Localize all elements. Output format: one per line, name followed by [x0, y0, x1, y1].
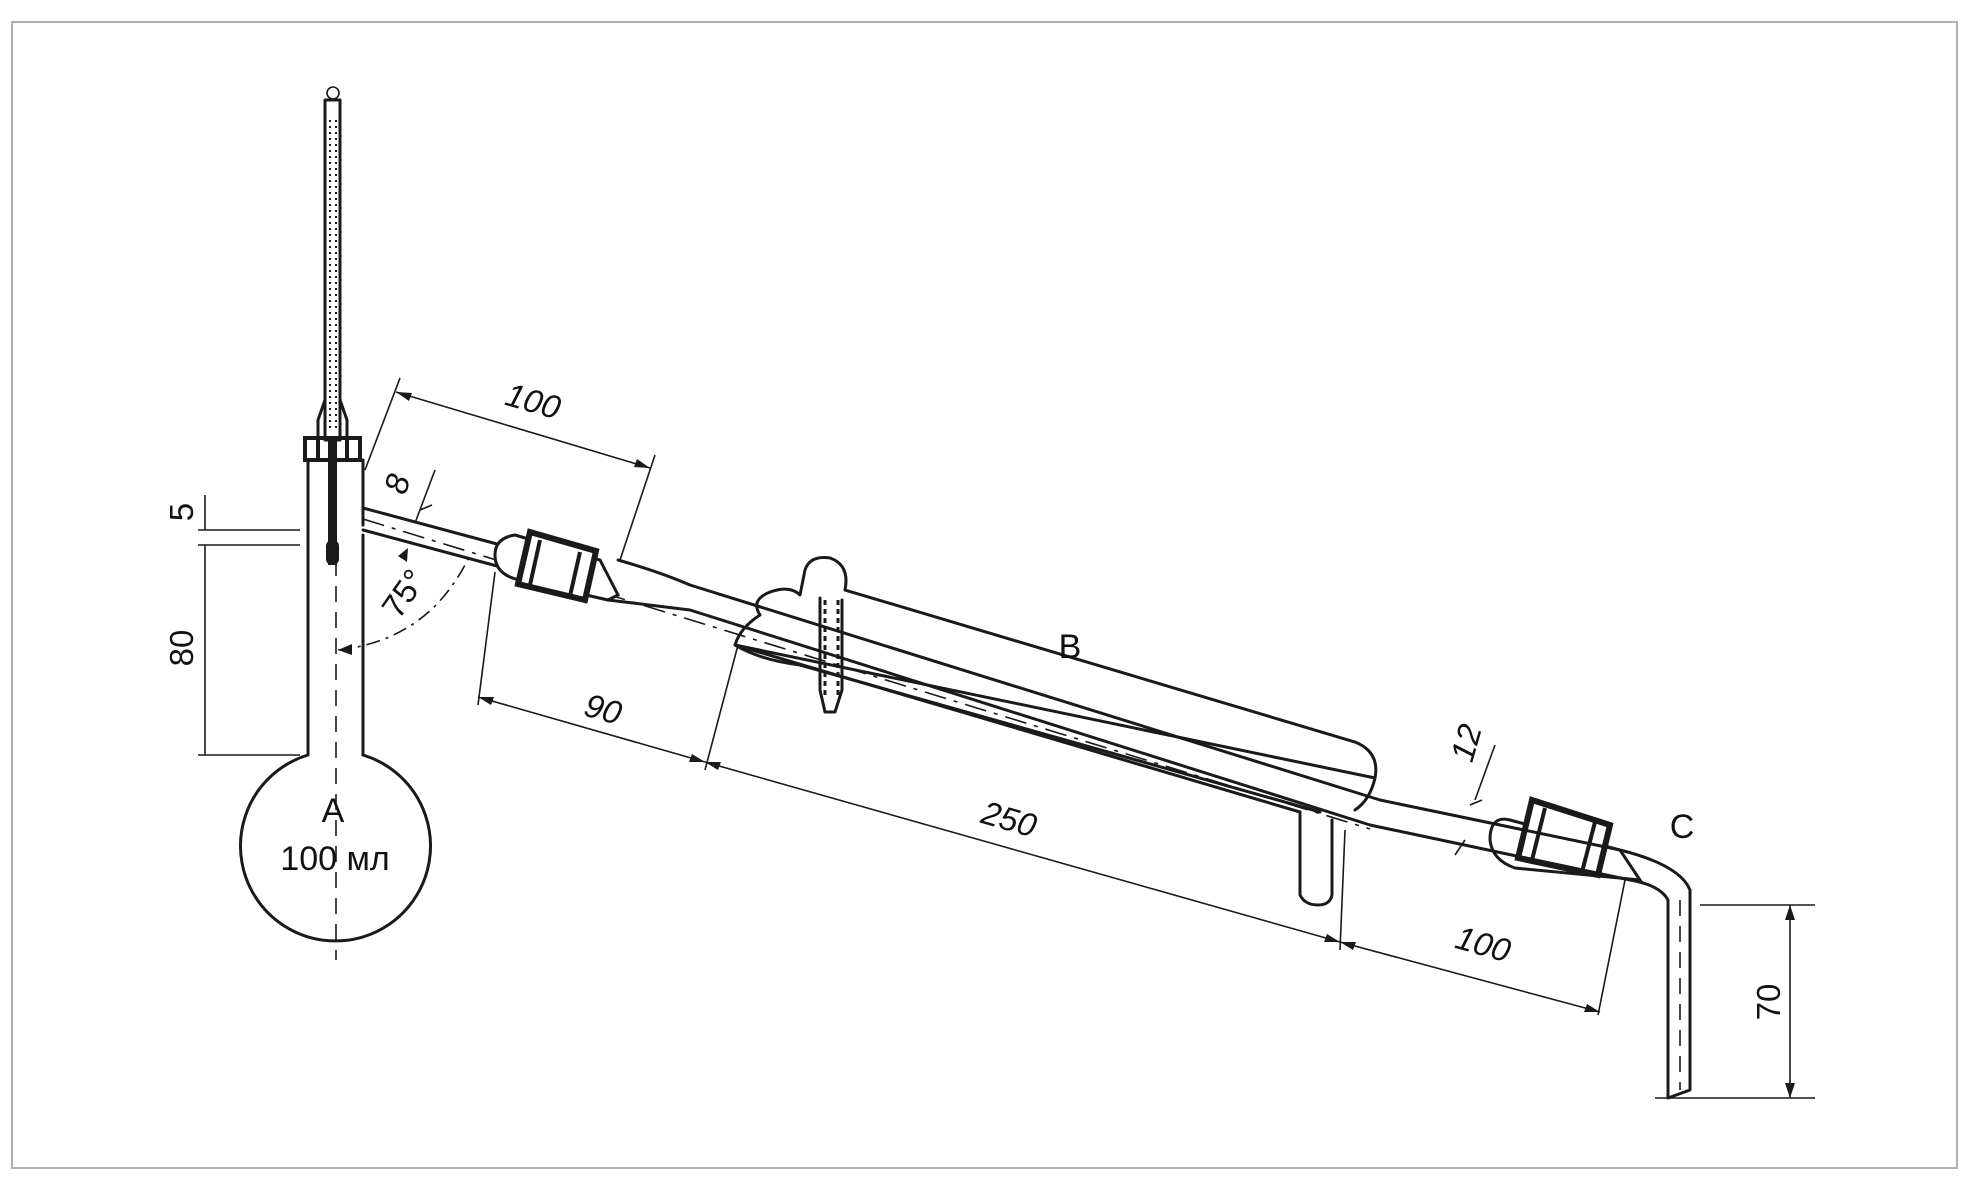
dim-8: 8 [377, 469, 418, 497]
dim-70: 70 [1750, 984, 1787, 1021]
thermometer-stem [323, 98, 342, 442]
dimension-250: 250 [704, 761, 1346, 951]
dim-90: 90 [580, 686, 626, 732]
water-outlet [818, 596, 844, 714]
dimension-100-bottom: 100 [1339, 879, 1626, 1016]
angle-75: 75° [337, 548, 471, 655]
water-inlet [1298, 810, 1334, 907]
outlet-letter: C [1670, 808, 1695, 846]
flask-volume-label: 100 мл [280, 840, 389, 878]
dim-80: 80 [163, 630, 200, 667]
dimension-70: 70 [1655, 904, 1815, 1099]
thermometer [316, 86, 349, 565]
dim-250: 250 [977, 793, 1042, 844]
condenser-letter: B [1059, 628, 1082, 666]
thermometer-bulb [326, 540, 339, 565]
dim-100-top: 100 [502, 376, 566, 427]
distillation-flask: A 100 мл [239, 436, 432, 960]
flask-stopper [303, 436, 362, 462]
dimension-5-and-80: 5 80 [163, 495, 300, 756]
upper-rubber-connector [493, 528, 621, 604]
thermometer-ring [326, 86, 340, 100]
dimension-90: 90 [477, 571, 739, 771]
dimension-12: 12 [1443, 720, 1496, 856]
figure-frame [11, 21, 1958, 1169]
outlet-tube: C [1368, 798, 1695, 1100]
dim-100-bottom: 100 [1452, 919, 1516, 970]
mercury-column [328, 440, 337, 565]
dim-5: 5 [163, 503, 200, 521]
condenser-jacket: B [733, 556, 1378, 907]
dim-12: 12 [1443, 720, 1489, 765]
flask-letter: A [322, 792, 345, 830]
flask-bulb [239, 753, 432, 943]
